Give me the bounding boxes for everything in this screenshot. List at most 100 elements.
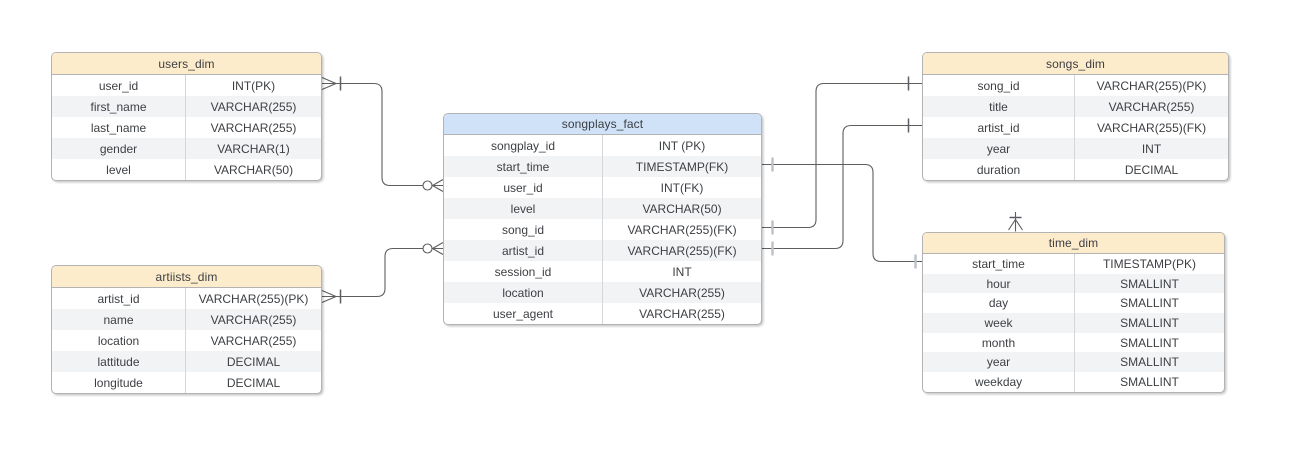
column-type: INT(PK) xyxy=(231,78,276,93)
table-row: artist_id VARCHAR(255)(FK) xyxy=(444,240,761,261)
column-type: VARCHAR(255)(FK) xyxy=(627,222,737,237)
table-row: duration DECIMAL xyxy=(923,159,1228,180)
crow-foot-icon xyxy=(321,289,338,304)
column-type: VARCHAR(255)(FK) xyxy=(627,243,737,258)
column-type: DECIMAL xyxy=(226,375,281,390)
connector-artiists_dim-songplays_fact[interactable] xyxy=(321,242,444,304)
column-type: VARCHAR(255) xyxy=(210,333,297,348)
column-name: artist_id xyxy=(52,288,186,309)
connector-stub-time_dim-top[interactable] xyxy=(1008,212,1023,232)
table-title: songs_dim xyxy=(923,53,1228,75)
column-name: week xyxy=(923,313,1075,333)
column-name: duration xyxy=(923,159,1075,180)
table-row: day SMALLINT xyxy=(923,293,1224,314)
table-row: level VARCHAR(50) xyxy=(52,159,321,180)
column-name: song_id xyxy=(923,75,1075,96)
column-name: user_agent xyxy=(444,303,603,324)
table-row: year INT xyxy=(923,138,1228,159)
column-name: lattitude xyxy=(52,351,186,372)
column-name: artist_id xyxy=(923,117,1075,138)
connector-users_dim-songplays_fact[interactable] xyxy=(321,76,444,192)
column-type: SMALLINT xyxy=(1120,296,1179,311)
column-name: year xyxy=(923,352,1075,373)
relationship-line[interactable] xyxy=(762,82,922,229)
column-type: SMALLINT xyxy=(1120,374,1179,389)
relationship-line[interactable] xyxy=(762,124,922,250)
zero-ring-icon xyxy=(422,243,433,254)
relationship-line[interactable] xyxy=(322,247,423,298)
crow-foot-icon xyxy=(431,179,444,192)
column-name: title xyxy=(923,96,1075,117)
column-name: location xyxy=(52,330,186,351)
column-name: level xyxy=(52,159,186,180)
column-name: name xyxy=(52,309,186,330)
table-title: users_dim xyxy=(52,53,321,75)
column-type: SMALLINT xyxy=(1120,315,1179,330)
table-row: start_time TIMESTAMP(PK) xyxy=(923,254,1224,274)
column-name: location xyxy=(444,282,603,303)
column-type: SMALLINT xyxy=(1120,276,1179,291)
crow-foot-icon xyxy=(321,76,338,91)
table-title: time_dim xyxy=(923,233,1224,254)
column-name: hour xyxy=(923,273,1075,294)
column-type: VARCHAR(1) xyxy=(217,141,290,156)
column-name: longitude xyxy=(52,372,186,393)
column-name: start_time xyxy=(923,254,1075,274)
column-type: INT (PK) xyxy=(658,138,706,153)
column-name: day xyxy=(923,293,1075,314)
column-name: start_time xyxy=(444,156,603,177)
table-row: artist_id VARCHAR(255)(PK) xyxy=(52,288,321,309)
column-name: level xyxy=(444,198,603,219)
table-row: longitude DECIMAL xyxy=(52,372,321,393)
table-row: songplay_id INT (PK) xyxy=(444,135,761,156)
column-name: year xyxy=(923,138,1075,159)
table-songplays_fact[interactable]: songplays_fact songplay_id INT (PK) start_… xyxy=(443,113,762,325)
column-name: artist_id xyxy=(444,240,603,261)
zero-ring-icon xyxy=(422,180,433,191)
column-type: VARCHAR(50) xyxy=(213,162,294,177)
column-type: DECIMAL xyxy=(1124,162,1179,177)
column-type: INT xyxy=(1141,141,1162,156)
column-type: TIMESTAMP(PK) xyxy=(1102,256,1197,271)
connector-songplays_fact-songs_dim-song_id[interactable] xyxy=(762,76,922,235)
column-name: session_id xyxy=(444,261,603,282)
column-type: VARCHAR(255) xyxy=(210,99,297,114)
table-row: name VARCHAR(255) xyxy=(52,309,321,330)
column-type: VARCHAR(255) xyxy=(210,312,297,327)
column-name: songplay_id xyxy=(444,135,603,156)
table-title: songplays_fact xyxy=(444,114,761,135)
column-type: VARCHAR(255) xyxy=(210,120,297,135)
relationship-line[interactable] xyxy=(322,82,423,187)
relationship-line[interactable] xyxy=(762,163,922,263)
column-type: INT(FK) xyxy=(660,180,704,195)
column-type: VARCHAR(255)(PK) xyxy=(198,291,309,306)
table-row: year SMALLINT xyxy=(923,352,1224,373)
table-row: location VARCHAR(255) xyxy=(52,330,321,351)
column-type: VARCHAR(255)(FK) xyxy=(1096,120,1207,135)
connector-songplays_fact-time_dim[interactable] xyxy=(762,157,922,269)
connector-songplays_fact-songs_dim-artist_id[interactable] xyxy=(762,118,922,256)
table-row: hour SMALLINT xyxy=(923,273,1224,294)
column-type: SMALLINT xyxy=(1120,355,1179,370)
column-type: INT xyxy=(672,264,692,279)
